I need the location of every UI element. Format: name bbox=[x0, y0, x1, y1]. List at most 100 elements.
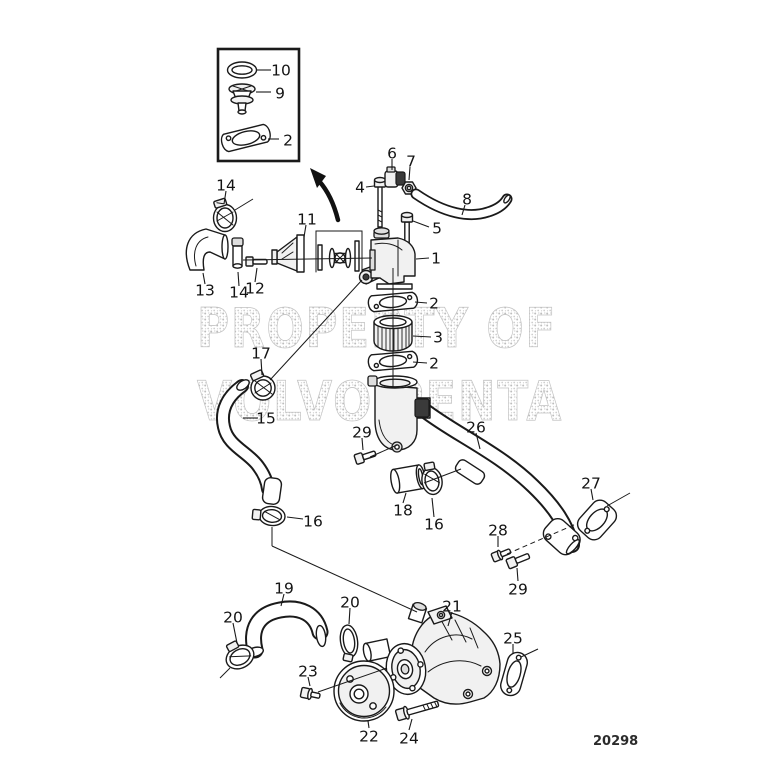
callout-leader-29 bbox=[516, 567, 519, 582]
connector-line bbox=[219, 667, 231, 679]
callout-leader-18 bbox=[402, 492, 407, 504]
callout-5: 5 bbox=[432, 220, 442, 238]
part-17-clamp bbox=[249, 369, 276, 401]
callout-20: 20 bbox=[223, 609, 243, 627]
connector-line bbox=[369, 444, 398, 458]
part-4-bolt bbox=[373, 176, 387, 228]
connector-line bbox=[520, 648, 539, 658]
callout-leader-21 bbox=[447, 611, 453, 627]
part-19-hose bbox=[245, 600, 329, 659]
callout-leader-27 bbox=[590, 488, 594, 501]
callout-29: 29 bbox=[508, 581, 528, 599]
part-29-bolt-left bbox=[353, 450, 377, 465]
callout-24: 24 bbox=[399, 730, 419, 748]
callout-20: 20 bbox=[340, 594, 360, 612]
callout-23: 23 bbox=[298, 663, 318, 681]
part-12-bolt bbox=[245, 256, 268, 267]
callout-13: 13 bbox=[195, 282, 215, 300]
pump-inlet-stub bbox=[362, 638, 392, 662]
callout-leader-22 bbox=[367, 720, 370, 729]
callout-leader-4 bbox=[365, 185, 375, 188]
connector-line bbox=[271, 545, 418, 613]
connector-line bbox=[423, 468, 462, 484]
callout-leader-2 bbox=[412, 361, 428, 364]
callout-11: 11 bbox=[297, 211, 317, 229]
part-25-gasket bbox=[499, 651, 529, 697]
connector-line bbox=[269, 279, 363, 381]
callout-leader-7 bbox=[408, 166, 411, 181]
hose-15-end bbox=[261, 477, 283, 505]
part-26-hose bbox=[416, 402, 581, 556]
part-20-clamp-left bbox=[225, 640, 255, 670]
callout-28: 28 bbox=[488, 522, 508, 540]
part-14-hose-clamp-upper bbox=[212, 197, 238, 233]
callout-19: 19 bbox=[274, 580, 294, 598]
callout-16: 16 bbox=[424, 516, 444, 534]
callout-6: 6 bbox=[387, 145, 397, 163]
connector-line bbox=[234, 198, 254, 211]
callout-leader-24 bbox=[408, 718, 413, 731]
callout-1: 1 bbox=[431, 250, 441, 268]
callout-leader-16 bbox=[431, 497, 435, 518]
callout-14: 14 bbox=[229, 284, 249, 302]
pump-flange bbox=[385, 642, 427, 696]
callout-18: 18 bbox=[393, 502, 413, 520]
part-18-sleeve bbox=[390, 464, 426, 494]
part-21-water-pump bbox=[385, 601, 501, 705]
callout-10: 10 bbox=[271, 62, 291, 80]
callout-8: 8 bbox=[462, 191, 472, 209]
part-14-pipe-stub bbox=[231, 237, 244, 269]
connector-line bbox=[606, 492, 631, 507]
part-1-thermostat-housing bbox=[358, 227, 416, 290]
bracket-frame bbox=[315, 230, 363, 273]
callout-leader-14 bbox=[223, 190, 227, 205]
callout-27: 27 bbox=[581, 475, 601, 493]
callout-leader-29 bbox=[361, 437, 364, 451]
part-2-gasket-kit bbox=[220, 123, 271, 153]
callout-9: 9 bbox=[275, 85, 285, 103]
callout-leader-11 bbox=[303, 224, 307, 238]
callout-leader-26 bbox=[475, 432, 481, 450]
part-8-hose bbox=[410, 188, 513, 220]
part-11-cover bbox=[271, 234, 305, 273]
part-16-clamp-left bbox=[251, 505, 286, 527]
up-arrow bbox=[310, 168, 341, 223]
callout-29: 29 bbox=[352, 424, 372, 442]
callout-leader-16 bbox=[286, 516, 304, 520]
connector-lines bbox=[219, 198, 631, 693]
part-7-nut bbox=[401, 181, 417, 195]
callout-22: 22 bbox=[359, 728, 379, 746]
callout-17: 17 bbox=[251, 345, 271, 363]
callout-26: 26 bbox=[466, 419, 486, 437]
callout-leader-17 bbox=[260, 358, 263, 376]
part-15-hose bbox=[216, 379, 275, 496]
callout-leader-3 bbox=[412, 335, 432, 338]
callout-21: 21 bbox=[442, 598, 462, 616]
callout-leader-19 bbox=[280, 593, 285, 607]
part-23-bolt bbox=[299, 686, 321, 701]
callout-leader-8 bbox=[461, 204, 466, 216]
part-22-pulley bbox=[333, 660, 395, 722]
connector-line bbox=[506, 523, 577, 555]
callout-4: 4 bbox=[355, 179, 365, 197]
connector-line bbox=[317, 667, 388, 693]
callout-leader-12 bbox=[254, 267, 258, 283]
callout-15: 15 bbox=[256, 410, 276, 428]
part-16-clamp-right bbox=[421, 461, 443, 496]
callout-16: 16 bbox=[303, 513, 323, 531]
part-10-o-ring bbox=[226, 61, 258, 79]
callout-2: 2 bbox=[283, 132, 293, 150]
detail-box bbox=[216, 47, 301, 163]
callout-leader-13 bbox=[202, 272, 206, 285]
part-24-bolt bbox=[394, 700, 440, 722]
callout-14: 14 bbox=[216, 177, 236, 195]
callout-leader-2 bbox=[414, 301, 428, 304]
part-13-elbow-hose bbox=[185, 228, 229, 271]
part-6-fitting bbox=[384, 166, 406, 188]
part-20-clamp-right bbox=[339, 624, 359, 663]
callout-25: 25 bbox=[503, 630, 523, 648]
part-9-thermostat bbox=[228, 83, 256, 115]
